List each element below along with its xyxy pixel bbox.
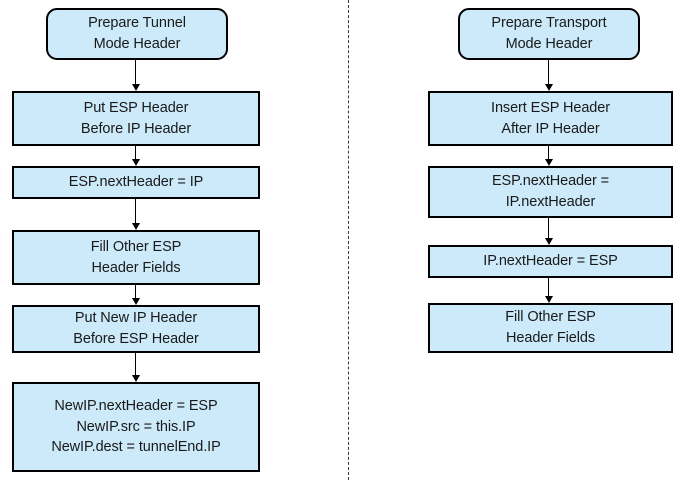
flow-node-transport-step-3: IP.nextHeader = ESP	[428, 245, 673, 278]
flow-node-tunnel-step-2: ESP.nextHeader = IP	[12, 166, 260, 199]
flow-node-label: ESP.nextHeader = IP	[68, 174, 204, 191]
flow-node-label: Put ESP Header Before IP Header	[80, 99, 192, 137]
arrowhead-tunnel-arrow-4	[131, 298, 140, 305]
arrowhead-transport-arrow-4	[544, 296, 553, 303]
flow-node-label: NewIP.nextHeader = ESP NewIP.src = this.…	[51, 398, 221, 456]
arrowhead-tunnel-arrow-1	[131, 84, 140, 91]
flow-node-tunnel-step-5: NewIP.nextHeader = ESP NewIP.src = this.…	[12, 382, 260, 472]
flow-node-tunnel-step-1: Put ESP Header Before IP Header	[12, 91, 260, 146]
arrowhead-transport-arrow-2	[544, 159, 553, 166]
arrowhead-tunnel-arrow-5	[131, 375, 140, 382]
flow-node-label: Fill Other ESP Header Fields	[505, 309, 596, 346]
flow-node-transport-step-4: Fill Other ESP Header Fields	[428, 303, 673, 353]
flow-connector-tunnel-arrow-1	[135, 60, 137, 86]
flow-node-label: Prepare Tunnel Mode Header	[88, 15, 186, 52]
flow-connector-transport-arrow-3	[548, 218, 550, 240]
flow-node-label: Fill Other ESP Header Fields	[90, 238, 182, 276]
flow-node-tunnel-start: Prepare Tunnel Mode Header	[46, 8, 228, 60]
vertical-dashed-separator	[348, 0, 349, 480]
flow-node-label: IP.nextHeader = ESP	[483, 253, 618, 270]
arrowhead-tunnel-arrow-2	[131, 159, 140, 166]
flow-node-transport-step-1: Insert ESP Header After IP Header	[428, 91, 673, 146]
flow-connector-tunnel-arrow-3	[135, 199, 137, 225]
flow-node-transport-start: Prepare Transport Mode Header	[458, 8, 640, 60]
flow-connector-tunnel-arrow-4	[135, 285, 137, 300]
flow-connector-transport-arrow-2	[548, 146, 550, 161]
flow-connector-tunnel-arrow-5	[135, 353, 137, 377]
flow-node-transport-step-2: ESP.nextHeader = IP.nextHeader	[428, 166, 673, 218]
arrowhead-tunnel-arrow-3	[131, 223, 140, 230]
arrowhead-transport-arrow-3	[544, 238, 553, 245]
flow-connector-transport-arrow-4	[548, 278, 550, 298]
flow-node-label: ESP.nextHeader = IP.nextHeader	[491, 173, 610, 210]
flow-node-tunnel-step-3: Fill Other ESP Header Fields	[12, 230, 260, 285]
flow-node-label: Prepare Transport Mode Header	[491, 15, 607, 52]
flow-connector-transport-arrow-1	[548, 60, 550, 86]
flow-connector-tunnel-arrow-2	[135, 146, 137, 161]
flow-node-tunnel-step-4: Put New IP Header Before ESP Header	[12, 305, 260, 353]
flow-node-label: Put New IP Header Before ESP Header	[73, 310, 199, 347]
arrowhead-transport-arrow-1	[544, 84, 553, 91]
flow-node-label: Insert ESP Header After IP Header	[491, 99, 610, 137]
